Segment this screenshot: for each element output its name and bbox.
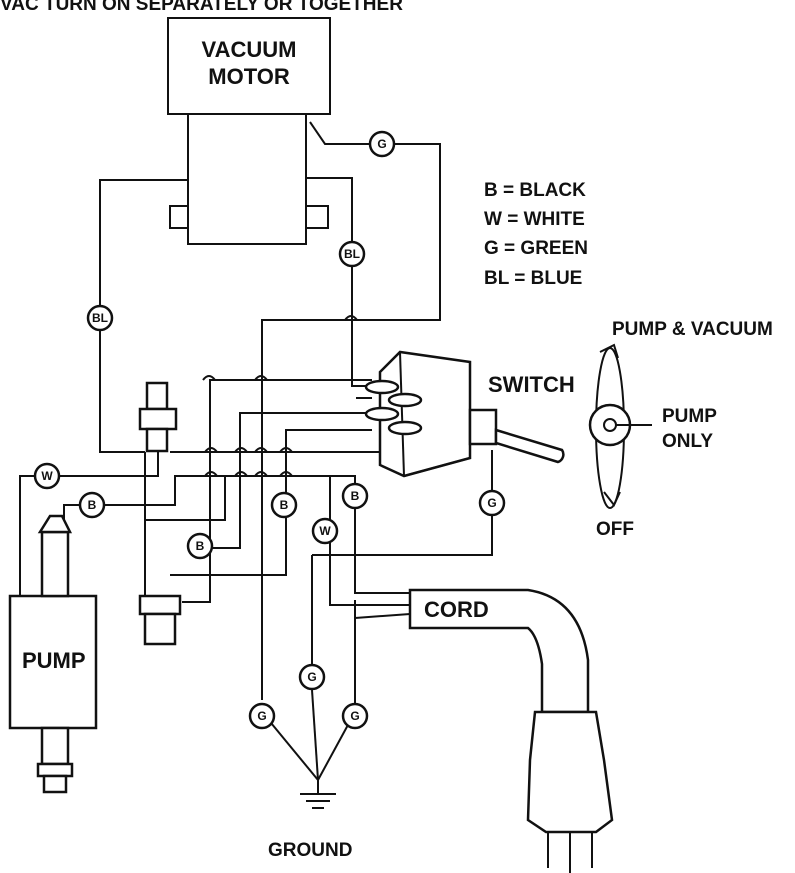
svg-text:B: B [88,498,97,512]
switch-positions: PUMP & VACUUM PUMP ONLY OFF [588,319,773,540]
pump-connector [138,381,178,453]
svg-text:G: G [487,496,496,510]
legend-item: G = GREEN [484,238,588,259]
position-bottom-label: OFF [596,519,634,540]
svg-text:B: B [280,498,289,512]
svg-text:G: G [377,137,386,151]
header-text: VAC TURN ON SEPARATELY OR TOGETHER [0,0,403,15]
vacuum-motor-label-1: VACUUM [202,37,297,62]
wire-tag-b: B [78,491,106,519]
svg-text:W: W [41,469,53,483]
wire-tags: G BL BL W B B B G W B G G G [33,130,506,730]
svg-text:BL: BL [92,311,108,325]
wire-tag-g: G [248,702,276,730]
svg-text:B: B [351,489,360,503]
junction-marks [202,315,358,477]
color-legend: B = BLACK W = WHITE G = GREEN BL = BLUE [484,180,588,289]
legend-item: W = WHITE [484,209,585,230]
wire-tag-b: B [341,482,369,510]
switch: SWITCH [364,350,575,478]
svg-text:W: W [319,524,331,538]
wire-tag-b: B [270,491,298,519]
wire-tag-g: G [368,130,396,158]
svg-text:BL: BL [344,247,360,261]
ground-label: GROUND [268,840,352,861]
position-right-label-2: ONLY [662,431,713,452]
vacuum-motor-label-2: MOTOR [208,64,290,89]
wire-tag-w: W [311,517,339,545]
svg-text:B: B [196,539,205,553]
svg-text:G: G [350,709,359,723]
vacuum-motor: VACUUM MOTOR [167,17,331,245]
wire-tag-g: G [478,489,506,517]
pump: PUMP [8,514,98,794]
wire-tag-w: W [33,462,61,490]
wire-tag-bl: BL [86,304,114,332]
legend-item: BL = BLUE [484,268,582,289]
lower-connector [138,594,182,646]
wire-tag-bl: BL [338,240,366,268]
pump-label: PUMP [22,648,86,673]
wire-tag-g: G [298,663,326,691]
wire-tag-g: G [341,702,369,730]
svg-text:G: G [257,709,266,723]
wire-tag-b: B [186,532,214,560]
svg-text:G: G [307,670,316,684]
position-top-label: PUMP & VACUUM [612,319,773,340]
position-right-label-1: PUMP [662,406,717,427]
switch-label: SWITCH [488,372,575,397]
power-cord: CORD [408,588,614,873]
cord-label: CORD [424,597,489,622]
legend-item: B = BLACK [484,180,586,201]
